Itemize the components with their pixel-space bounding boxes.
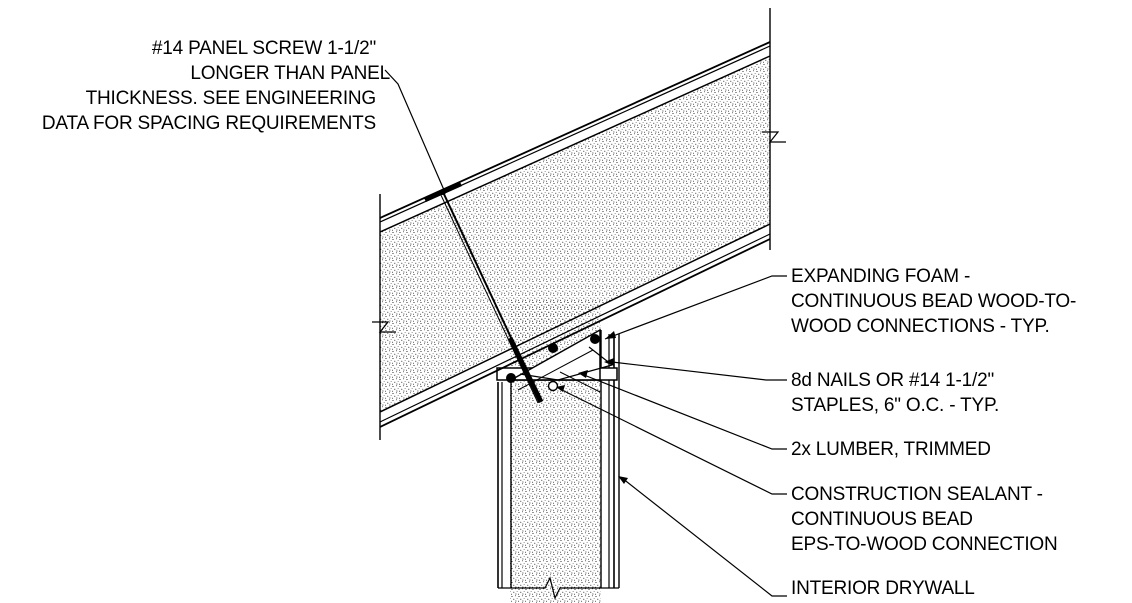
leader-lines (384, 69, 787, 597)
left-break-mark (372, 321, 396, 333)
leader-panel-screw (384, 69, 445, 191)
callout-sealant: CONSTRUCTION SEALANT - CONTINUOUS BEAD E… (791, 482, 1058, 557)
callout-lumber: 2x LUMBER, TRIMMED (791, 437, 991, 462)
callout-line: EPS-TO-WOOD CONNECTION (791, 534, 1058, 555)
callout-line: INTERIOR DRYWALL (791, 578, 975, 599)
callout-line: #14 PANEL SCREW 1-1/2" (151, 38, 376, 59)
callout-line: STAPLES, 6" O.C. - TYP. (791, 395, 1000, 416)
leader-lumber (583, 374, 787, 450)
callout-line: CONTINUOUS BEAD WOOD-TO- (791, 291, 1077, 312)
callout-expanding-foam: EXPANDING FOAM - CONTINUOUS BEAD WOOD-TO… (791, 264, 1076, 339)
roof-foam-core (380, 56, 770, 412)
callout-line: CONTINUOUS BEAD (791, 509, 973, 530)
right-break-mark (762, 131, 786, 143)
callout-nails: 8d NAILS OR #14 1-1/2" STAPLES, 6" O.C. … (791, 368, 999, 418)
callout-line: CONSTRUCTION SEALANT - (791, 484, 1043, 505)
nail-icon (506, 373, 516, 383)
callout-drywall: INTERIOR DRYWALL (791, 576, 975, 601)
callout-line: WOOD CONNECTIONS - TYP. (791, 316, 1050, 337)
callout-line: LONGER THAN PANEL (190, 63, 390, 84)
callout-line: EXPANDING FOAM - (791, 266, 971, 287)
nails (506, 334, 600, 392)
leader-expanding-foam (604, 275, 787, 340)
panel-screw (424, 182, 544, 404)
leader-nails (611, 361, 787, 381)
leader-sealant (559, 388, 787, 495)
callout-line: DATA FOR SPACING REQUIREMENTS (41, 113, 376, 134)
nail-icon (590, 334, 600, 344)
leader-drywall (621, 477, 787, 597)
callout-line: THICKNESS. SEE ENGINEERING (85, 88, 377, 109)
wall-break-line (498, 576, 619, 600)
sealant-bead-icon (547, 380, 559, 392)
callout-panel-screw: #14 PANEL SCREW 1-1/2" LONGER THAN PANEL… (41, 36, 390, 136)
callout-line: 8d NAILS OR #14 1-1/2" (791, 370, 995, 391)
nail-icon (548, 343, 558, 353)
callout-line: 2x LUMBER, TRIMMED (791, 439, 991, 460)
